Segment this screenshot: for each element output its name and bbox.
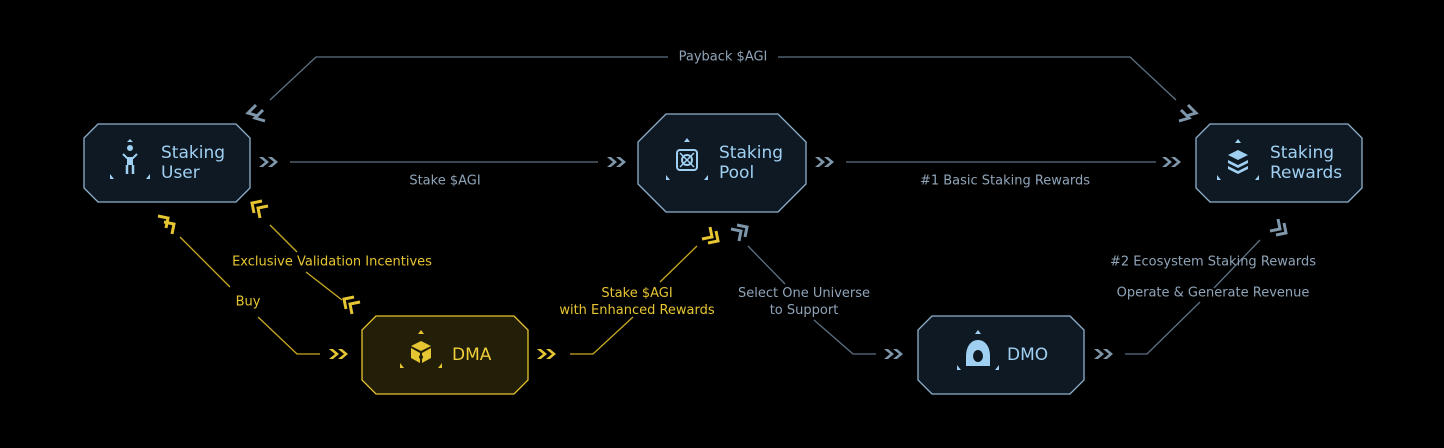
pool-icon bbox=[666, 138, 708, 180]
incentives-connector-lower bbox=[305, 271, 343, 301]
chevron-up-left-icon bbox=[250, 199, 269, 219]
blue-chevrons bbox=[259, 157, 1181, 359]
gold-diagonal-chevrons bbox=[157, 199, 720, 315]
buy-connector-lower bbox=[257, 316, 320, 355]
staking-user-line2: User bbox=[161, 163, 200, 183]
chevron-right-icon bbox=[537, 349, 556, 359]
chevron-down-right-icon bbox=[157, 214, 176, 235]
select-universe-connector bbox=[747, 245, 786, 285]
chevron-right-icon bbox=[884, 349, 903, 359]
staking-pool-label: Staking Pool bbox=[719, 143, 783, 183]
stake-agi-label: Stake $AGI bbox=[409, 173, 481, 189]
staking-user-line1: Staking bbox=[161, 143, 226, 163]
cube-icon bbox=[400, 330, 442, 368]
exclusive-incentives-label: Exclusive Validation Incentives bbox=[232, 254, 432, 270]
stake-enhanced-connector-upper bbox=[659, 245, 698, 283]
stake-enhanced-line1: Stake $AGI bbox=[601, 286, 673, 301]
staking-user-frame bbox=[83, 123, 251, 203]
operate-connector-upper bbox=[1213, 239, 1261, 289]
staking-rewards-label: Staking Rewards bbox=[1270, 143, 1342, 183]
chevron-right-icon bbox=[329, 349, 348, 359]
staking-rewards-frame bbox=[1195, 123, 1363, 203]
dma-frame bbox=[361, 315, 529, 395]
stake-enhanced-label: Stake $AGI with Enhanced Rewards bbox=[559, 285, 714, 319]
chevron-up-right-icon bbox=[1269, 218, 1288, 237]
chevron-right-icon bbox=[607, 157, 626, 167]
node-staking-user[interactable] bbox=[83, 123, 251, 203]
select-universe-line1: Select One Universe bbox=[737, 286, 871, 301]
node-staking-pool[interactable] bbox=[637, 113, 807, 213]
buy-connector-upper bbox=[179, 236, 231, 288]
chevron-down-left-icon bbox=[245, 103, 266, 123]
buy-label: Buy bbox=[235, 294, 261, 310]
staking-pool-frame bbox=[637, 113, 807, 213]
node-dma[interactable] bbox=[361, 315, 529, 395]
layers-icon bbox=[1217, 139, 1259, 180]
person-icon bbox=[110, 139, 150, 179]
staking-pool-line1: Staking bbox=[719, 143, 784, 163]
gold-connectors bbox=[179, 224, 698, 355]
chevron-down-right-icon bbox=[730, 223, 749, 242]
dmo-label: DMO bbox=[1007, 345, 1049, 365]
incentives-connector-upper bbox=[269, 224, 298, 253]
ecosystem-rewards-label: #2 Ecosystem Staking Rewards bbox=[1109, 254, 1317, 270]
hooded-figure-icon bbox=[957, 330, 999, 370]
select-universe-connector-lower bbox=[813, 319, 876, 355]
blue-connectors bbox=[269, 56, 1261, 355]
payback-connector bbox=[269, 56, 668, 101]
select-universe-label: Select One Universe to Support bbox=[738, 285, 870, 319]
stake-enhanced-line2: with Enhanced Rewards bbox=[559, 303, 715, 318]
staking-rewards-line1: Staking bbox=[1270, 143, 1335, 163]
chevron-right-icon bbox=[1162, 157, 1181, 167]
dma-label: DMA bbox=[452, 345, 492, 365]
dmo-frame bbox=[917, 315, 1085, 395]
blue-diagonal-chevrons bbox=[245, 103, 1288, 242]
chevron-up-right-icon bbox=[701, 226, 720, 245]
chevron-right-icon bbox=[259, 157, 278, 167]
chevron-up-left-icon bbox=[342, 295, 361, 315]
node-staking-rewards[interactable] bbox=[1195, 123, 1363, 203]
chevron-right-icon bbox=[815, 157, 834, 167]
operate-revenue-label: Operate & Generate Revenue bbox=[1116, 285, 1310, 301]
payback-connector-right bbox=[778, 56, 1177, 101]
stake-enhanced-connector-lower bbox=[570, 316, 634, 355]
basic-rewards-label: #1 Basic Staking Rewards bbox=[919, 173, 1091, 189]
gold-chevrons bbox=[329, 349, 556, 359]
operate-connector-lower bbox=[1125, 301, 1201, 355]
node-dmo[interactable] bbox=[917, 315, 1085, 395]
chevron-down-right-icon bbox=[1178, 103, 1199, 123]
select-universe-line2: to Support bbox=[769, 303, 839, 318]
staking-user-label: Staking User bbox=[161, 143, 225, 183]
staking-rewards-line2: Rewards bbox=[1270, 163, 1343, 183]
payback-label: Payback $AGI bbox=[672, 48, 774, 66]
chevron-right-icon bbox=[1094, 349, 1113, 359]
staking-pool-line2: Pool bbox=[719, 163, 755, 183]
